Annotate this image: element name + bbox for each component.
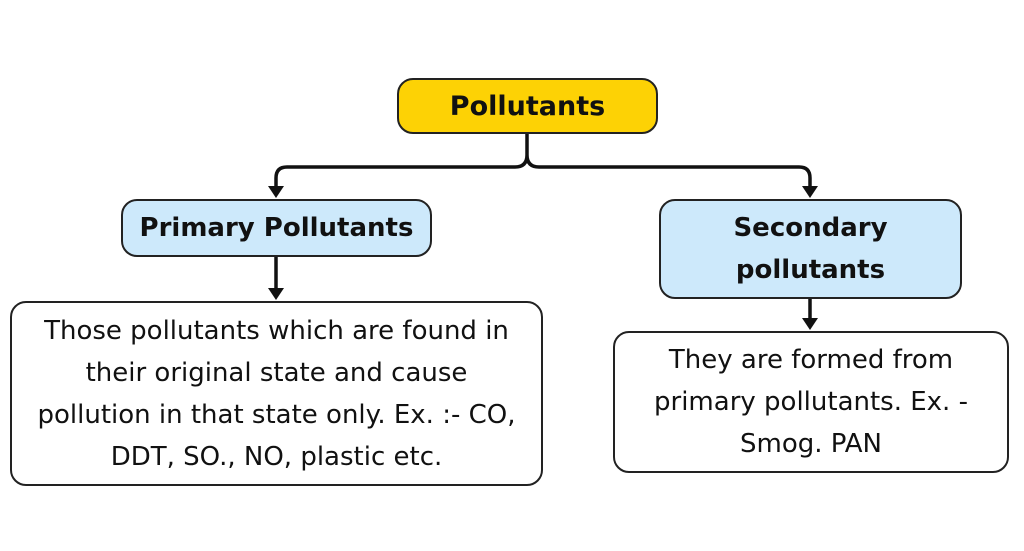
secondary-description-node: They are formed from primary pollutants.… (613, 331, 1009, 473)
secondary-pollutants-node: Secondary pollutants (659, 199, 962, 299)
arrow-to-secondary (802, 186, 818, 198)
arrow-to-primary-description (268, 288, 284, 300)
arrow-to-primary (268, 186, 284, 198)
root-to-children-connector (274, 134, 812, 193)
primary-pollutants-node: Primary Pollutants (121, 199, 432, 257)
primary-description-node: Those pollutants which are found in thei… (10, 301, 543, 486)
arrow-to-secondary-description (802, 318, 818, 330)
root-node-pollutants: Pollutants (397, 78, 658, 134)
